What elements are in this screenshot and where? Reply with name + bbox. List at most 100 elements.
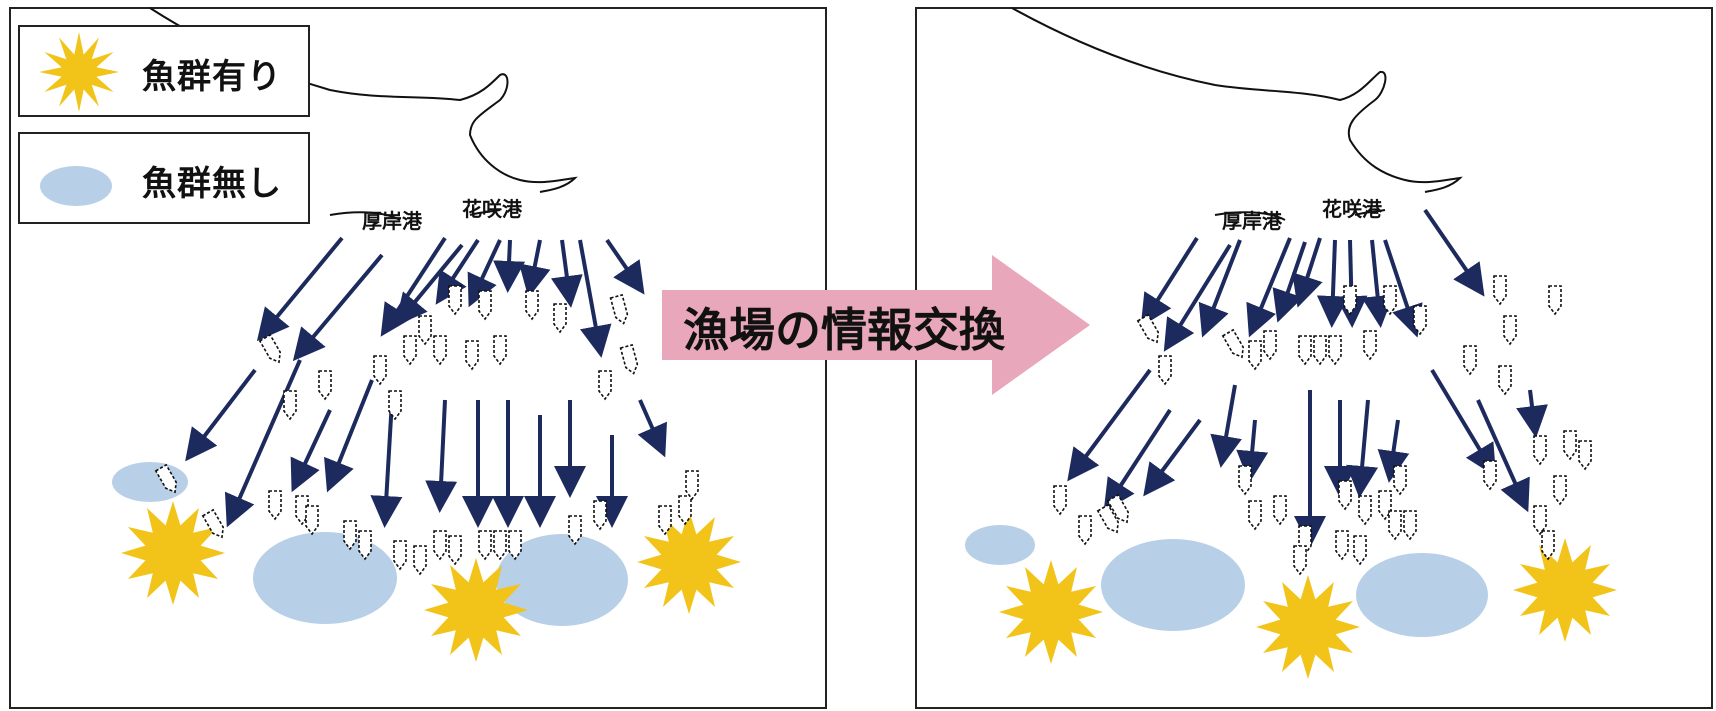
boat-icon: [1548, 285, 1562, 316]
route-arrow-icon: [637, 399, 667, 458]
boat-icon: [1383, 285, 1397, 316]
route-arrow-icon: [1292, 237, 1323, 308]
coastline: [149, 7, 578, 193]
route-arrow-icon: [1430, 368, 1497, 477]
boat-icon: [1343, 285, 1357, 316]
route-arrow-icon: [290, 409, 332, 493]
boat-icon: [525, 290, 539, 321]
route-arrow-icon: [605, 238, 645, 295]
route-arrow-icon: [370, 399, 403, 528]
boat-icon: [609, 293, 629, 325]
boat-icon: [1503, 315, 1517, 346]
boat-icon: [1053, 485, 1067, 516]
boat-icon: [1388, 510, 1402, 541]
route-arrow-icon: [1476, 399, 1530, 513]
boat-icon: [1498, 365, 1512, 396]
route-arrow-icon: [1423, 208, 1485, 297]
boat-icon: [1298, 335, 1312, 366]
port-label-hanasaki: 花咲港: [1322, 197, 1383, 221]
boat-icon: [418, 315, 432, 346]
boat-icon: [465, 340, 479, 371]
school-absent-ellipse: [965, 525, 1035, 565]
port-label-akkeshi: 厚岸港: [1222, 209, 1283, 233]
route-arrow-icon: [224, 359, 302, 528]
boat-icon: [619, 343, 639, 375]
boat-icon: [1563, 430, 1577, 461]
boat-icon: [1378, 490, 1392, 521]
route-arrow-icon: [425, 399, 458, 513]
boat-icon: [1248, 500, 1262, 531]
boat-icon: [1096, 503, 1120, 534]
boat-icon: [1078, 515, 1092, 546]
boat-icon: [403, 335, 417, 366]
blue-ellipse-icon: [40, 166, 112, 206]
route-arrow-icon: [493, 239, 526, 293]
boat-icon: [1338, 480, 1352, 511]
star-burst-icon: [1513, 538, 1617, 642]
boat-icon: [1578, 440, 1592, 471]
boat-icon: [1106, 493, 1130, 524]
legend-present: 魚群有り: [18, 25, 310, 117]
star-burst-icon: [39, 32, 119, 112]
boat-icon: [1358, 495, 1372, 526]
panel-after: [915, 7, 1713, 709]
boat-icon: [1413, 305, 1427, 336]
legend-absent: 魚群無し: [18, 132, 310, 224]
boat-icon: [598, 370, 612, 401]
school-absent-ellipse: [253, 532, 397, 624]
route-arrow-icon: [1103, 408, 1172, 512]
boat-icon: [413, 545, 427, 576]
boat-icon: [318, 370, 332, 401]
route-arrow-icon: [435, 238, 480, 305]
port-label-hanasaki: 花咲港: [462, 197, 523, 221]
boat-icon: [373, 355, 387, 386]
boat-icon: [593, 500, 607, 531]
boat-icon: [448, 285, 462, 316]
boat-icon: [1353, 535, 1367, 566]
boat-icon: [283, 390, 297, 421]
star-burst-icon: [999, 560, 1103, 664]
boat-icon: [1541, 530, 1555, 561]
boat-icon: [658, 505, 672, 536]
route-arrow-icon: [256, 236, 344, 342]
route-arrow-icon: [578, 239, 612, 358]
exchange-arrow-icon: 漁場の情報交換: [662, 255, 1090, 395]
route-arrow-icon: [467, 239, 502, 308]
route-arrow-icon: [185, 368, 257, 462]
boat-icon: [1533, 435, 1547, 466]
boat-icon: [1335, 530, 1349, 561]
legend-label-present: 魚群有り: [142, 57, 282, 97]
boat-icon: [358, 530, 372, 561]
boat-icon: [295, 495, 309, 526]
boat-icon: [1493, 275, 1507, 306]
boat-icon: [1328, 335, 1342, 366]
boat-icon: [685, 470, 699, 501]
boat-icon: [393, 540, 407, 571]
boat-icon: [478, 530, 492, 561]
coastline: [1011, 7, 1463, 193]
boat-icon: [1263, 330, 1277, 361]
school-absent-ellipse: [496, 534, 628, 626]
route-arrow-icon: [1516, 389, 1548, 438]
boat-icon: [1293, 545, 1307, 576]
star-burst-icon: [1256, 575, 1360, 679]
boat-icon: [1248, 340, 1262, 371]
route-arrow-icon: [292, 253, 384, 362]
boat-icon: [1403, 510, 1417, 541]
route-arrow-icon: [1140, 236, 1199, 327]
route-arrow-icon: [1210, 384, 1242, 468]
boat-icon: [305, 505, 319, 536]
port-label-akkeshi: 厚岸港: [362, 209, 423, 233]
boat-icon: [1463, 345, 1477, 376]
boat-icon: [1238, 465, 1252, 496]
route-arrow-icon: [1361, 239, 1394, 328]
route-arrow-icon: [1163, 243, 1232, 352]
boat-icon: [1313, 335, 1327, 366]
boat-icon: [478, 290, 492, 321]
boat-icon: [493, 530, 507, 561]
boat-icon: [268, 490, 282, 521]
boat-icon: [1533, 505, 1547, 536]
boat-icon: [1483, 460, 1497, 491]
boat-icon: [568, 515, 582, 546]
